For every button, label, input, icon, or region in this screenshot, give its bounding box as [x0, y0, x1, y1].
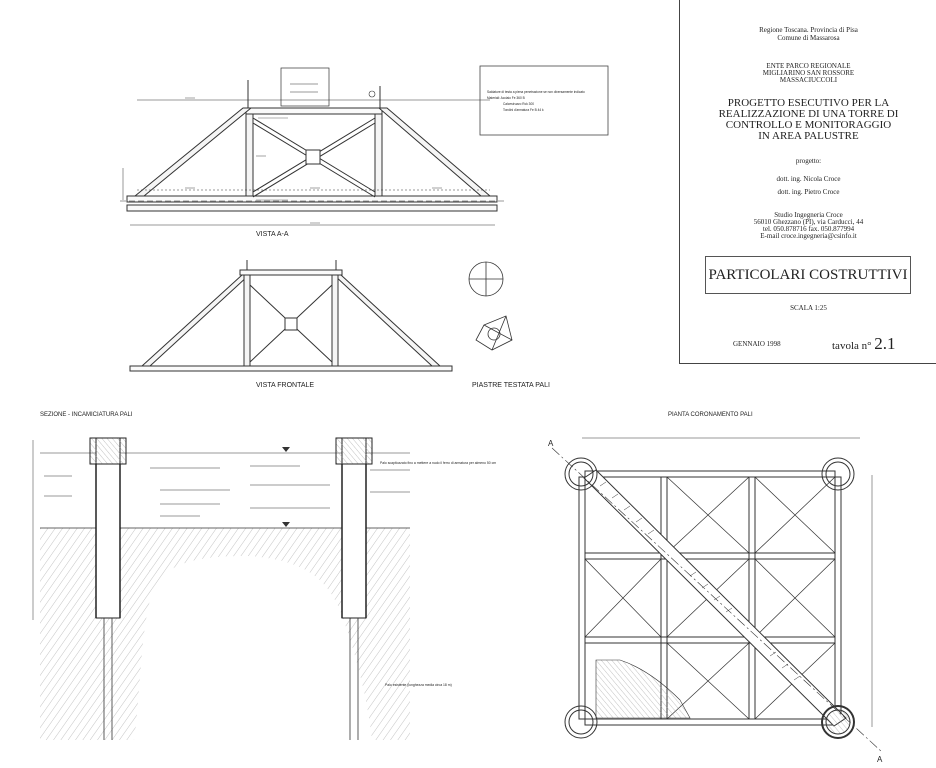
note-line: Materiali: Acciaio Fe 360 B	[487, 96, 525, 100]
scale-text: SCALA 1:25	[790, 304, 827, 312]
vista-frontale-drawing	[129, 260, 453, 372]
studio-line-3: tel. 050.878716 fax. 050.877994	[762, 225, 855, 233]
pianta-drawing	[551, 437, 883, 753]
note-line: Saldature di testa a piena penetrazione …	[487, 90, 585, 94]
region-text: Regione Toscana. Provincia di Pisa	[759, 26, 858, 34]
project-title-line-2: REALIZZAZIONE DI UNA TORRE DI	[718, 108, 899, 120]
sezione-drawing	[32, 437, 410, 740]
project-title-line-4: IN AREA PALUSTRE	[758, 130, 859, 142]
studio-line-4: E-mail croce.ingegneria@csinfo.it	[760, 232, 857, 240]
engineer-1: dott. ing. Nicola Croce	[776, 175, 841, 183]
entity-line-3: MASSACIUCCOLI	[779, 76, 838, 84]
engineer-2: dott. ing. Pietro Croce	[777, 188, 840, 196]
tavola-number: 2.1	[874, 334, 896, 353]
title-block: Regione Toscana. Provincia di Pisa Comun…	[679, 0, 936, 364]
sheet-title: PARTICOLARI COSTRUTTIVI	[705, 256, 911, 294]
palo-scapitozzato-note: Palo scapitozzato fino a mettere a nudo …	[380, 461, 496, 465]
studio-line-2: 56010 Ghezzano (PI), via Carducci, 44	[753, 218, 864, 226]
section-marker-top: A	[548, 439, 554, 448]
sezione-label: SEZIONE - INCAMICIATURA PALI	[40, 412, 133, 418]
piastre-label: PIASTRE TESTATA PALI	[472, 382, 550, 389]
section-marker-bottom: A	[877, 755, 883, 764]
project-title-line-1: PROGETTO ESECUTIVO PER LA	[727, 97, 890, 109]
entity-line-2: MIGLIARINO SAN ROSSORE	[762, 69, 855, 77]
vista-aa-drawing	[120, 67, 505, 226]
svg-text:Saldature di testa a piena pen: Saldature di testa a piena penetrazione …	[487, 90, 586, 112]
vista-aa-label: VISTA A-A	[256, 231, 289, 238]
date-text: GENNAIO 1998	[733, 340, 781, 348]
palo-esistente-note: Palo esistente (lunghezza media circa 18…	[385, 683, 452, 687]
entity-line-1: ENTE PARCO REGIONALE	[766, 62, 851, 70]
note-line: Tondini d'armatura Fe B 44 k	[503, 108, 544, 112]
pianta-label: PIANTA CORONAMENTO PALI	[668, 412, 753, 418]
tavola-label: tavola n°	[832, 340, 872, 352]
piastre-drawing	[468, 261, 513, 351]
notes-box	[479, 65, 609, 136]
studio-line-1: Studio Ingegneria Croce	[774, 211, 843, 219]
municipality-text: Comune di Massarosa	[777, 34, 840, 42]
note-line: Calcestruzzo Rck 300	[503, 102, 534, 106]
project-title-line-3: CONTROLLO E MONITORAGGIO	[725, 119, 892, 131]
vista-frontale-label: VISTA FRONTALE	[256, 382, 314, 389]
tavola: tavola n° 2.1	[832, 334, 896, 354]
progetto-label: progetto:	[795, 157, 822, 165]
